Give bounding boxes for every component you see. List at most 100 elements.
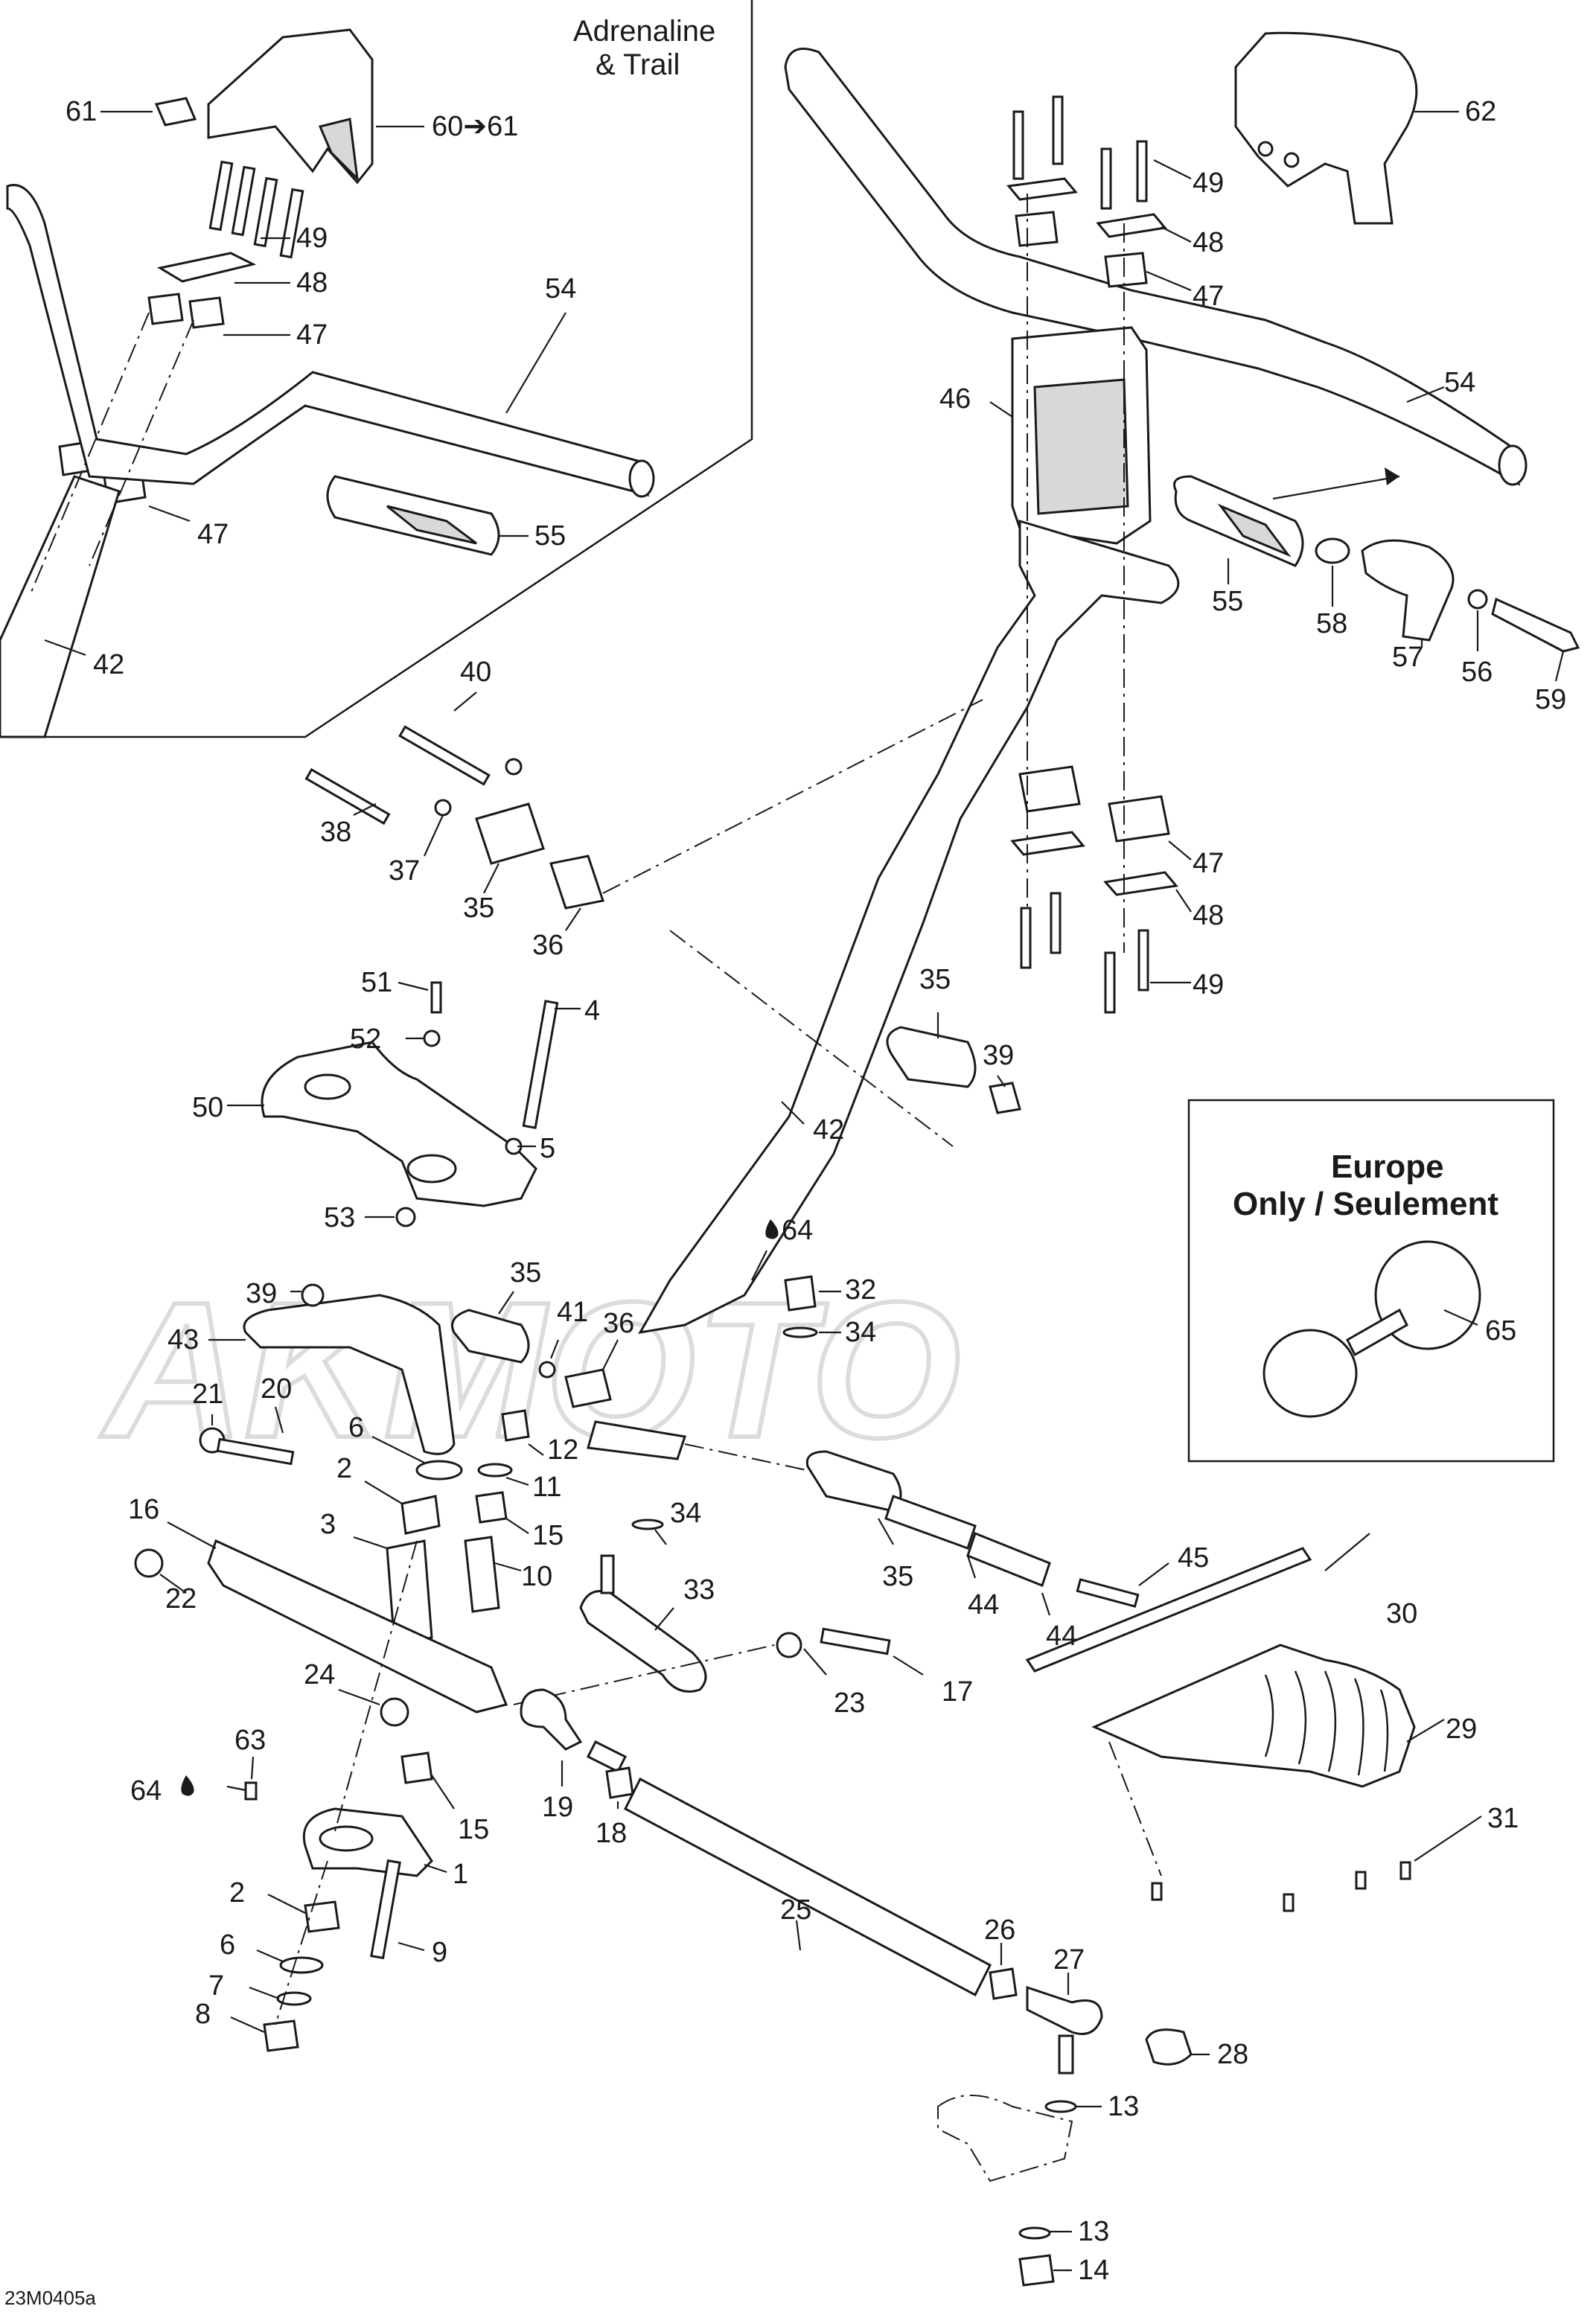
bushing-35-upper: [475, 802, 545, 865]
callout-53: 53: [324, 1202, 355, 1233]
boot-ribs: [1264, 1670, 1389, 1776]
bolt-20: [216, 1437, 295, 1466]
link-plate-44-b: [966, 1532, 1051, 1587]
inset-column: [0, 475, 121, 738]
callout-36-upper: 36: [532, 930, 564, 961]
tie-rod-25: [624, 1777, 992, 1997]
nut-39-right: [989, 1082, 1021, 1114]
callout-28: 28: [1217, 2039, 1248, 2070]
callout-36-lower: 36: [603, 1308, 634, 1339]
washer-34-upper: [782, 1326, 818, 1338]
callout-13-lower: 13: [1078, 2216, 1109, 2247]
cap-28: [1145, 2028, 1193, 2066]
washer-6-lower: [279, 1956, 324, 1974]
callout-26: 26: [984, 1915, 1015, 1946]
lower-parts: [134, 1409, 1416, 2287]
inset-label-line2: & Trail: [596, 48, 680, 81]
inset-clamp-upper-a: [147, 293, 184, 325]
callout-1: 1: [453, 1859, 468, 1890]
nut-53: [395, 1207, 416, 1227]
callout-55-main: 55: [1212, 586, 1243, 617]
callout-58: 58: [1316, 608, 1347, 639]
callout-39-right: 39: [983, 1040, 1014, 1071]
lower-plate-a: [1010, 831, 1085, 856]
bracket-hole-b: [406, 1154, 457, 1184]
callout-16: 16: [128, 1494, 159, 1525]
callout-47-top: 47: [1193, 281, 1224, 312]
washer-13-lower: [1018, 2226, 1051, 2240]
riser-block-face: [1033, 378, 1129, 515]
callout-39-left: 39: [246, 1278, 277, 1309]
top-clamp-b: [1104, 252, 1148, 288]
boot-29: [1091, 1644, 1416, 1788]
tie-rod-threads: [586, 1740, 628, 1774]
drawing-reference: 23M0405a: [4, 2287, 96, 2309]
steering-arm-bore: [319, 1825, 374, 1852]
nut-8: [263, 2019, 299, 2052]
main-handlebar-group: [638, 31, 1580, 1334]
end-spacer: [1315, 537, 1350, 564]
lower-clamp-a: [1018, 765, 1081, 813]
link-plate-44-a: [884, 1495, 977, 1550]
callout-64-upper: 64: [782, 1215, 813, 1246]
callout-15-upper: 15: [532, 1520, 564, 1551]
callout-49-inset: 49: [296, 223, 328, 254]
callout-2-upper: 2: [336, 1453, 352, 1484]
lower-bolts: [1020, 892, 1149, 1014]
nut-12: [501, 1409, 530, 1442]
callout-32: 32: [845, 1274, 876, 1306]
callout-57: 57: [1392, 642, 1423, 673]
jam-nut-26: [989, 1967, 1018, 2000]
callout-47-lower: 47: [1193, 848, 1224, 879]
callout-24: 24: [304, 1659, 335, 1690]
callout-22: 22: [165, 1583, 197, 1615]
grease-drop-icon: [765, 1219, 779, 1239]
mirror-65-b: [1263, 1329, 1358, 1418]
callout-59: 59: [1535, 684, 1566, 715]
callout-44-b: 44: [1046, 1620, 1077, 1652]
clip: [154, 97, 197, 127]
column-base: [587, 1420, 686, 1460]
bushing-35-right: [886, 1026, 977, 1088]
callout-55-inset: 55: [534, 520, 566, 552]
inset-clamp-upper-b: [188, 296, 225, 329]
tie-rod-end-19: [520, 1688, 583, 1751]
callout-48-top: 48: [1193, 227, 1224, 258]
top-bolts: [1012, 95, 1148, 210]
grease-drop-icon-lower: [181, 1775, 194, 1796]
plate-30: [1025, 1547, 1312, 1673]
callout-6-lower: 6: [220, 1929, 235, 1961]
ball-joint-27: [1026, 1985, 1103, 2035]
callout-47-inset-upper: 47: [296, 319, 328, 351]
bolt-9: [370, 1859, 401, 1960]
arrow-head: [1385, 467, 1399, 485]
bushing-36-upper: [549, 855, 604, 910]
inset-grip-pattern: [386, 505, 477, 545]
callout-33: 33: [683, 1574, 715, 1606]
tube-10: [464, 1536, 500, 1613]
callout-8: 8: [195, 1999, 211, 2030]
callout-44-a: 44: [968, 1589, 999, 1620]
callout-64-lower: 64: [130, 1775, 162, 1807]
washer-37: [434, 799, 452, 817]
callout-10: 10: [521, 1561, 552, 1592]
callout-20: 20: [261, 1373, 292, 1405]
top-clamp-a: [1015, 211, 1059, 247]
washer-23: [776, 1632, 802, 1658]
europe-box-frame: [1187, 1099, 1555, 1463]
bracket-hole-a: [304, 1073, 351, 1100]
callout-15-lower: 15: [458, 1814, 489, 1845]
callout-38: 38: [320, 817, 351, 848]
bushing-2-lower: [304, 1900, 340, 1933]
callout-27: 27: [1053, 1944, 1085, 1976]
handlebar-pad: [1234, 31, 1418, 225]
callout-42-inset: 42: [93, 649, 124, 680]
bar-end-bolt: [1491, 597, 1580, 653]
inset-bolts: [208, 160, 304, 259]
screw-31-a: [1151, 1882, 1163, 1901]
spacer-41: [538, 1361, 556, 1379]
inset-panel: Adrenaline & Trail: [0, 0, 753, 738]
callout-9: 9: [432, 1937, 447, 1968]
ball-joint-stud: [1058, 2034, 1074, 2075]
